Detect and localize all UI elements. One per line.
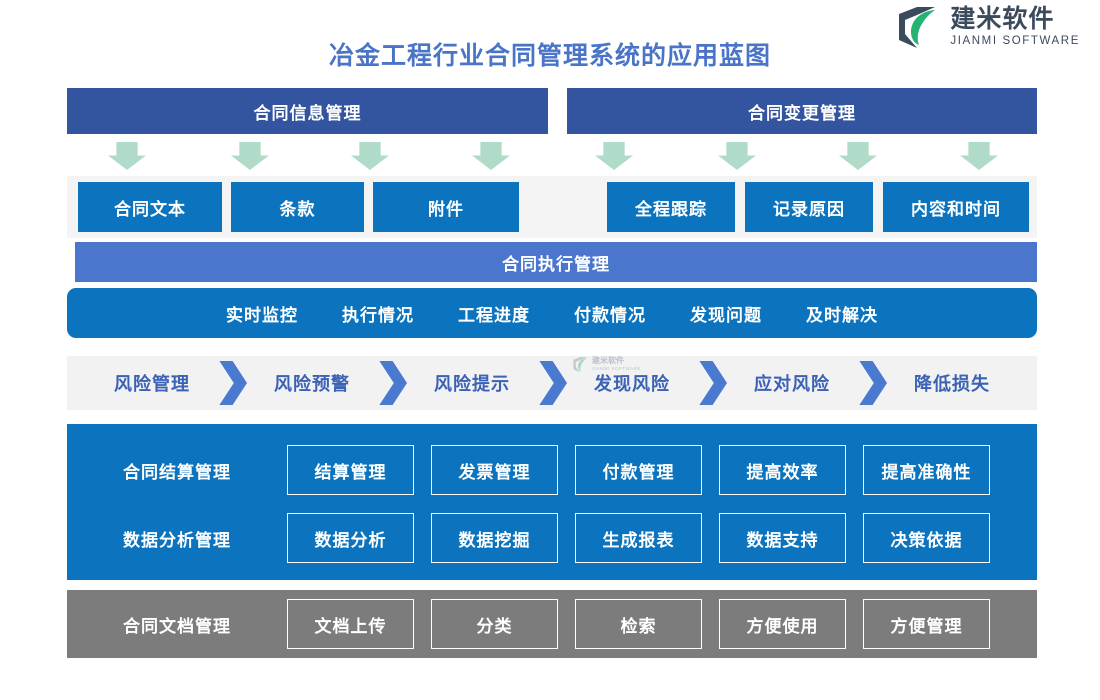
feature-box-contract-text[interactable]: 合同文本 bbox=[78, 182, 222, 232]
analysis-box-report[interactable]: 生成报表 bbox=[575, 513, 702, 563]
header-contract-info[interactable]: 合同信息管理 bbox=[67, 88, 548, 134]
risk-item-reduce-loss[interactable]: 降低损失 bbox=[914, 374, 990, 394]
header-contract-change-label: 合同变更管理 bbox=[748, 103, 856, 123]
document-box-upload[interactable]: 文档上传 bbox=[287, 599, 414, 649]
settlement-analysis-block: 合同结算管理 结算管理 发票管理 付款管理 提高效率 提高准确性 数据分析管理 … bbox=[67, 424, 1037, 580]
feature-box-label: 附件 bbox=[428, 199, 464, 219]
arrow-down-icon-6 bbox=[718, 142, 756, 170]
document-box-category[interactable]: 分类 bbox=[431, 599, 558, 649]
monitor-item-issues[interactable]: 发现问题 bbox=[690, 305, 762, 325]
brand-logo: 建米软件 JIANMI SOFTWARE bbox=[895, 4, 1080, 50]
monitor-item-payment[interactable]: 付款情况 bbox=[574, 305, 646, 325]
monitor-bar: 实时监控 执行情况 工程进度 付款情况 发现问题 及时解决 bbox=[67, 288, 1037, 338]
settlement-row: 合同结算管理 结算管理 发票管理 付款管理 提高效率 提高准确性 bbox=[67, 436, 1037, 504]
risk-item-warning[interactable]: 风险预警 bbox=[274, 374, 350, 394]
exec-management-bar[interactable]: 合同执行管理 bbox=[75, 242, 1037, 282]
monitor-item-progress[interactable]: 工程进度 bbox=[458, 305, 530, 325]
exec-management-label: 合同执行管理 bbox=[502, 254, 610, 274]
analysis-box-data-analysis[interactable]: 数据分析 bbox=[287, 513, 414, 563]
risk-flow-row: 风险管理 风险预警 风险提示 发现风险 应对风险 降低损失 bbox=[67, 356, 1037, 410]
analysis-box-data-mining[interactable]: 数据挖掘 bbox=[431, 513, 558, 563]
risk-item-alert[interactable]: 风险提示 bbox=[434, 374, 510, 394]
monitor-item-resolve[interactable]: 及时解决 bbox=[806, 305, 878, 325]
document-row-label: 合同文档管理 bbox=[123, 616, 231, 636]
document-box-easy-manage[interactable]: 方便管理 bbox=[863, 599, 990, 649]
settlement-box-payment[interactable]: 付款管理 bbox=[575, 445, 702, 495]
feature-box-label: 合同文本 bbox=[114, 199, 186, 219]
document-block: 合同文档管理 文档上传 分类 检索 方便使用 方便管理 bbox=[67, 590, 1037, 658]
settlement-box-invoice[interactable]: 发票管理 bbox=[431, 445, 558, 495]
settlement-box-efficiency[interactable]: 提高效率 bbox=[719, 445, 846, 495]
document-box-search[interactable]: 检索 bbox=[575, 599, 702, 649]
feature-box-label: 内容和时间 bbox=[911, 199, 1001, 219]
chevron-right-icon-2 bbox=[379, 361, 407, 405]
feature-strip-background bbox=[67, 176, 1037, 238]
arrow-down-icon-5 bbox=[595, 142, 633, 170]
document-box-easy-use[interactable]: 方便使用 bbox=[719, 599, 846, 649]
analysis-box-decision[interactable]: 决策依据 bbox=[863, 513, 990, 563]
settlement-box-accuracy[interactable]: 提高准确性 bbox=[863, 445, 990, 495]
settlement-row-label: 合同结算管理 bbox=[123, 462, 231, 482]
feature-box-label: 全程跟踪 bbox=[635, 199, 707, 219]
chevron-right-icon-1 bbox=[219, 361, 247, 405]
feature-box-terms[interactable]: 条款 bbox=[231, 182, 364, 232]
header-contract-change[interactable]: 合同变更管理 bbox=[567, 88, 1037, 134]
analysis-row: 数据分析管理 数据分析 数据挖掘 生成报表 数据支持 决策依据 bbox=[67, 504, 1037, 572]
feature-box-label: 条款 bbox=[279, 199, 316, 219]
analysis-box-data-support[interactable]: 数据支持 bbox=[719, 513, 846, 563]
analysis-row-label: 数据分析管理 bbox=[123, 530, 231, 550]
arrow-down-icon-2 bbox=[231, 142, 269, 170]
jianmi-leaf-logo-icon bbox=[895, 4, 941, 50]
feature-box-full-tracking[interactable]: 全程跟踪 bbox=[607, 182, 735, 232]
risk-item-respond[interactable]: 应对风险 bbox=[754, 374, 830, 394]
chevron-right-icon-5 bbox=[859, 361, 887, 405]
arrow-down-icon-8 bbox=[960, 142, 998, 170]
page-title: 冶金工程行业合同管理系统的应用蓝图 bbox=[328, 42, 771, 70]
header-contract-info-label: 合同信息管理 bbox=[253, 103, 362, 123]
feature-box-label: 记录原因 bbox=[773, 199, 845, 219]
feature-box-record-reason[interactable]: 记录原因 bbox=[745, 182, 873, 232]
feature-box-attachment[interactable]: 附件 bbox=[373, 182, 519, 232]
document-row: 合同文档管理 文档上传 分类 检索 方便使用 方便管理 bbox=[67, 590, 1037, 658]
feature-box-content-time[interactable]: 内容和时间 bbox=[883, 182, 1029, 232]
arrow-down-icon-1 bbox=[108, 142, 146, 170]
arrow-down-icon-3 bbox=[351, 142, 389, 170]
chevron-right-icon-3 bbox=[539, 361, 567, 405]
brand-name-cn: 建米软件 bbox=[950, 4, 1055, 33]
settlement-box-settlement[interactable]: 结算管理 bbox=[287, 445, 414, 495]
arrow-down-icon-4 bbox=[472, 142, 510, 170]
chevron-right-icon-4 bbox=[699, 361, 727, 405]
risk-item-management[interactable]: 风险管理 bbox=[114, 374, 190, 394]
monitor-item-execution[interactable]: 执行情况 bbox=[342, 305, 414, 325]
risk-item-discover[interactable]: 发现风险 bbox=[594, 374, 670, 394]
arrow-down-icon-7 bbox=[839, 142, 877, 170]
brand-name-en: JIANMI SOFTWARE bbox=[950, 34, 1080, 47]
monitor-item-realtime[interactable]: 实时监控 bbox=[226, 305, 298, 325]
